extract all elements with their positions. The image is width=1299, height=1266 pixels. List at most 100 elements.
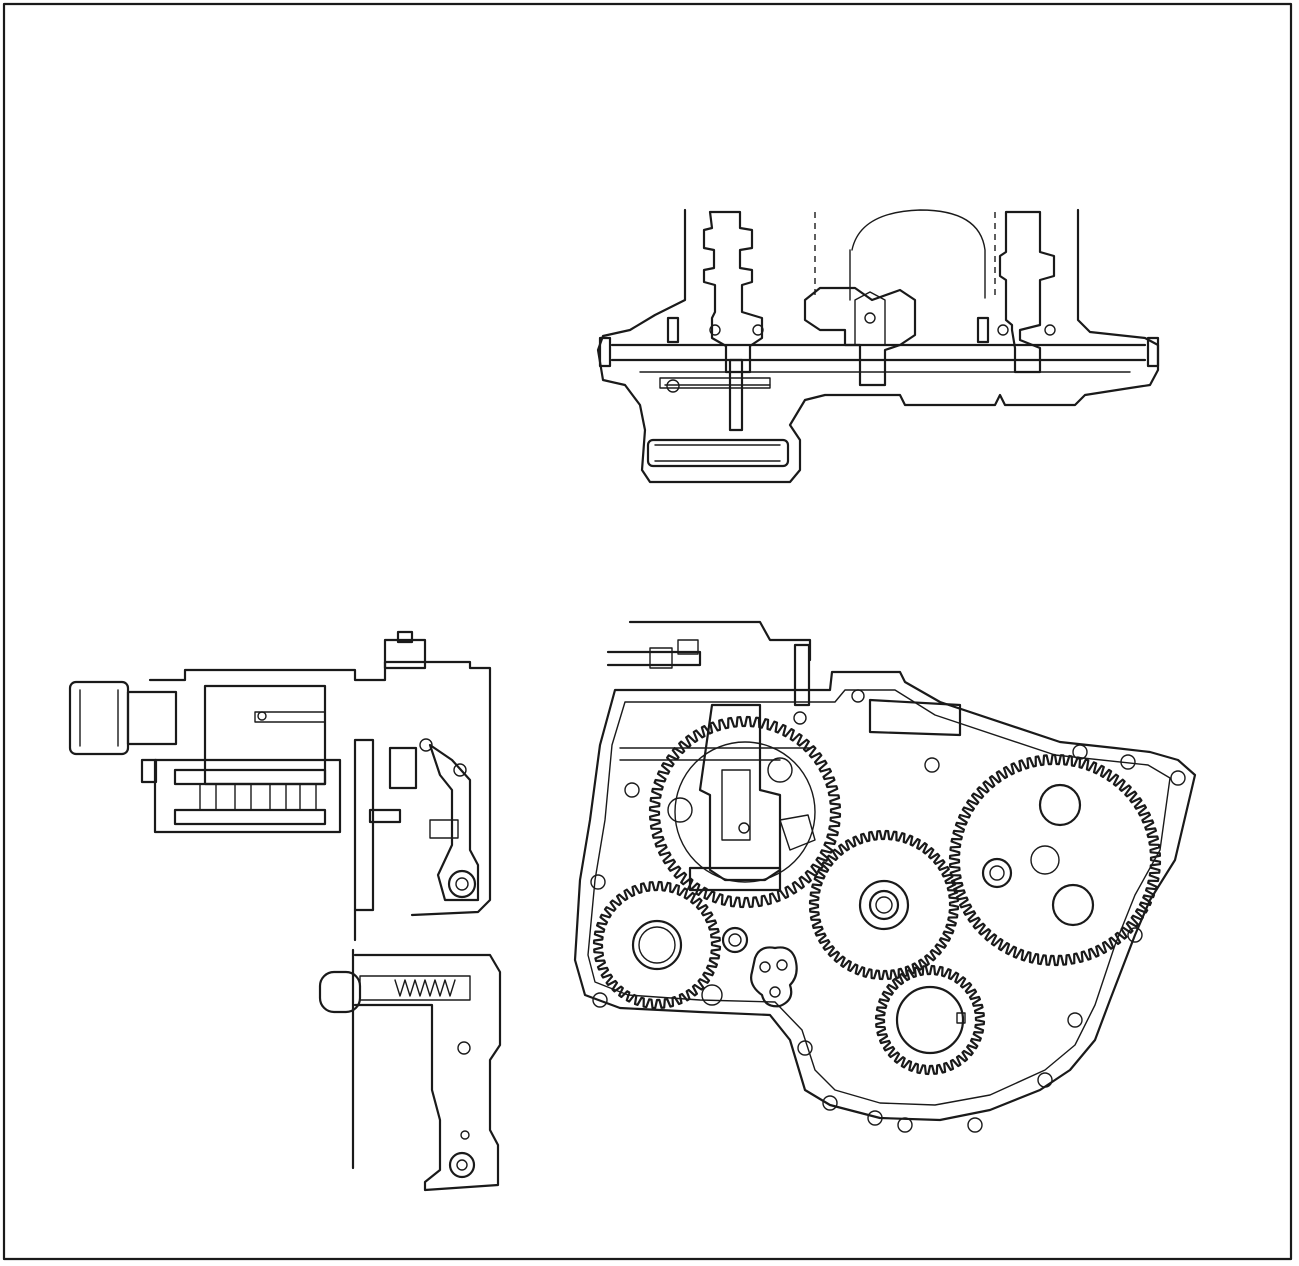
left-camshaft <box>702 210 764 374</box>
bolt-hole <box>1170 770 1186 786</box>
lower-left-gear-teeth <box>592 880 722 1010</box>
bolt-hole <box>967 1117 983 1133</box>
upper-left-gear <box>648 715 842 909</box>
cover-window <box>868 698 962 737</box>
lower-frame <box>153 758 342 834</box>
shift-drum <box>353 738 375 912</box>
large-gear-hole-mid <box>1030 845 1060 875</box>
tensioner-pin <box>864 312 876 324</box>
cylinder-bore-arc <box>849 209 986 301</box>
selector-cluster <box>698 703 782 882</box>
selector-pawl <box>779 814 816 851</box>
lever-bushing-core <box>455 877 469 891</box>
upper-camshaft-cross-section <box>596 208 1160 484</box>
bolt-hole <box>1072 744 1088 760</box>
end-cap-cylinder <box>68 680 130 756</box>
bottom-gear-bore <box>895 985 965 1055</box>
lower-left-gear-bore <box>638 926 676 964</box>
linkage-nut <box>677 639 699 655</box>
bottom-cylinder <box>646 438 790 468</box>
bracket-hole-a <box>759 961 771 973</box>
lever-hole-mid <box>460 1130 470 1140</box>
right-stud <box>976 316 990 344</box>
bolt-hole <box>624 782 640 798</box>
main-shaft <box>173 808 327 826</box>
right-bearing-a <box>997 324 1009 336</box>
clutch-rod <box>254 711 326 723</box>
bolt-hole <box>867 1110 883 1126</box>
center-tensioner-block <box>803 286 917 387</box>
gear-tooth-d <box>299 783 317 811</box>
large-right-gear-teeth <box>948 753 1162 967</box>
bottom-small-gear-teeth <box>874 964 986 1076</box>
clutch-rod-pin <box>257 711 267 721</box>
oil-gallery-plug <box>666 379 680 393</box>
right-camshaft <box>998 210 1056 374</box>
bottom-shift-lever-section <box>318 948 502 1192</box>
left-cam-stem <box>728 358 744 432</box>
top-nut-head <box>396 630 414 644</box>
bore-centerlines <box>814 212 996 295</box>
left-end-bolt <box>598 336 612 368</box>
lever-body <box>353 953 502 1192</box>
end-cap-neck <box>126 690 178 746</box>
center-gear-bearing <box>868 889 900 921</box>
bolt-hole <box>1067 1012 1083 1028</box>
large-right-gear <box>948 753 1162 967</box>
upper-left-gear-teeth <box>648 715 842 909</box>
oil-gallery <box>659 377 771 389</box>
tensioner-plunger <box>854 291 886 346</box>
lower-left-gear-hub <box>631 919 683 971</box>
gear-tooth-c <box>269 783 287 811</box>
pivot-arm <box>428 743 480 902</box>
left-stud <box>666 316 680 344</box>
large-gear-hole-left-core <box>989 865 1005 881</box>
selector-shaft <box>721 769 751 841</box>
gear-tooth-b <box>234 783 252 811</box>
idler-boss <box>721 926 749 954</box>
spring-coil <box>394 979 456 997</box>
bolt-hole <box>592 992 608 1008</box>
large-gear-hole-top <box>1038 783 1082 827</box>
upper-left-gear-hole-a <box>667 797 693 823</box>
bracket-hole-b <box>776 959 788 971</box>
right-end-bolt <box>1146 336 1160 368</box>
cover-outline <box>573 670 1197 1122</box>
bottom-small-gear <box>874 964 986 1076</box>
top-nut <box>383 638 427 670</box>
right-bearing-b <box>1044 324 1056 336</box>
selector-pin <box>738 822 750 834</box>
bracket-hole-c <box>769 986 781 998</box>
linkage-rail <box>606 650 702 667</box>
upper-left-gear-inner <box>674 741 816 883</box>
large-gear-hole-left <box>981 857 1013 889</box>
gear-tooth-a <box>199 783 217 811</box>
center-gear <box>808 829 960 981</box>
center-gear-hub <box>858 879 910 931</box>
perimeter-bolt-holes <box>590 689 1186 1133</box>
selector-arm <box>368 808 402 824</box>
bolt-hole <box>590 874 606 890</box>
left-bearing-b <box>752 324 764 336</box>
gear-train <box>592 715 1162 1076</box>
linkage-pin <box>793 711 807 725</box>
lever-bushing <box>447 869 477 899</box>
bolt-hole <box>822 1095 838 1111</box>
linkage-post <box>793 643 811 707</box>
cam-rail-upper <box>610 343 1147 362</box>
spring-housing <box>359 975 471 1001</box>
large-gear-hole-bottom <box>1051 883 1095 927</box>
upper-pivot <box>419 738 433 752</box>
selector-block <box>388 746 418 790</box>
right-gear-train-cover <box>573 620 1197 1133</box>
lever-hole-upper <box>457 1041 471 1055</box>
lower-left-gear <box>592 880 722 1010</box>
left-bearing-a <box>709 324 721 336</box>
bolt-hole <box>1120 754 1136 770</box>
cover-inner-outline <box>587 689 1171 1106</box>
left-transmission-cross-section <box>68 630 492 942</box>
spring-block <box>429 819 459 839</box>
